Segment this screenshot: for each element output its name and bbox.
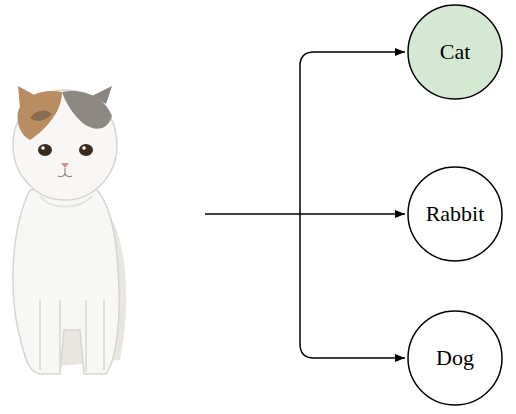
choice-label: Cat — [440, 40, 471, 64]
branch-arrow — [300, 52, 405, 214]
choice-label: Rabbit — [426, 202, 485, 226]
branch-arrow — [300, 213, 405, 215]
input-line — [205, 213, 300, 215]
cat-picture — [13, 86, 126, 374]
circle-shape — [408, 167, 502, 261]
branch-arrows — [205, 52, 405, 358]
choice-circle: Dog — [407, 310, 503, 406]
choice-circle: Cat — [407, 4, 503, 100]
circle-shape — [408, 311, 502, 405]
choice-label: Dog — [436, 346, 474, 370]
circle-shape — [408, 5, 502, 99]
branch-arrow — [300, 214, 405, 358]
choice-circle: Rabbit — [407, 166, 503, 262]
